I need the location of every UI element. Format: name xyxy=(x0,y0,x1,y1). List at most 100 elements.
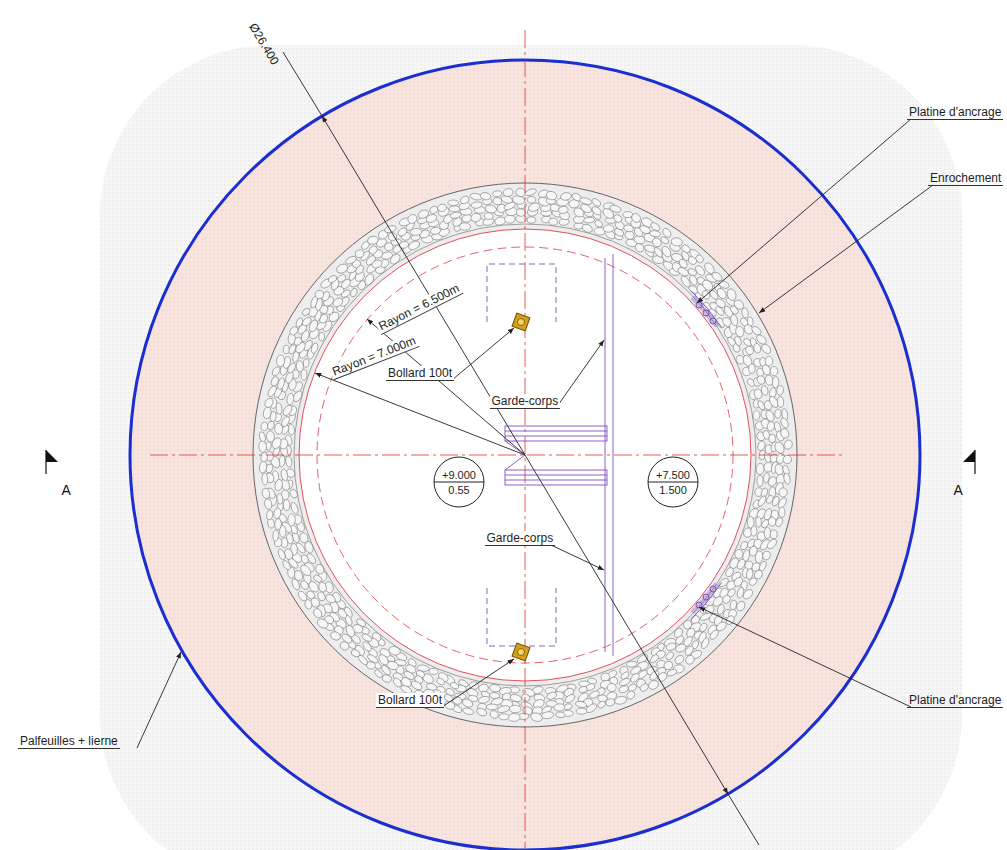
rock xyxy=(735,326,745,338)
bollard-footing xyxy=(487,264,556,322)
rock xyxy=(373,668,384,679)
rock xyxy=(766,421,775,432)
anchor-bolt xyxy=(703,594,709,600)
rock xyxy=(549,218,558,225)
anchor-plate xyxy=(691,291,722,328)
bollard-symbol xyxy=(512,313,530,331)
rock xyxy=(276,493,283,504)
rock xyxy=(291,578,301,591)
rock xyxy=(428,205,439,215)
rock xyxy=(779,488,788,497)
rock xyxy=(747,317,754,327)
rock xyxy=(478,695,490,704)
rock xyxy=(260,452,268,462)
level-value: +7.500 xyxy=(656,469,690,481)
rock xyxy=(384,224,397,234)
rock xyxy=(329,630,342,641)
rock xyxy=(770,366,778,375)
gangway-line xyxy=(505,436,607,437)
anchor-bolt xyxy=(710,586,716,592)
rock xyxy=(717,279,730,290)
rock xyxy=(766,537,779,550)
rock xyxy=(761,385,769,396)
rock xyxy=(313,289,325,301)
rock xyxy=(312,607,323,619)
rock xyxy=(276,355,285,367)
rock xyxy=(280,468,288,481)
rock xyxy=(274,423,283,434)
anchor-plate xyxy=(692,297,717,326)
part-label: Enrochement xyxy=(928,171,1003,186)
part-label: Bollard 100t xyxy=(376,693,444,708)
rock xyxy=(448,200,459,206)
rock xyxy=(774,409,782,419)
leader-line xyxy=(556,340,604,408)
rock xyxy=(436,677,446,686)
rock xyxy=(493,197,502,205)
rock xyxy=(779,417,790,429)
rock xyxy=(647,679,660,691)
rock xyxy=(261,487,271,499)
dimension-extension xyxy=(283,52,322,116)
rock xyxy=(410,679,424,691)
part-label: Bollard 100t xyxy=(386,366,454,381)
rock xyxy=(417,208,430,220)
anchor-plate xyxy=(692,584,717,613)
bollard-footing xyxy=(487,588,556,646)
rock xyxy=(361,632,373,643)
bollard-symbol xyxy=(518,649,525,656)
rock xyxy=(694,253,705,264)
rock xyxy=(286,393,294,405)
rock xyxy=(261,422,268,431)
rock xyxy=(757,475,763,487)
section-marker xyxy=(46,450,975,474)
rock xyxy=(285,455,293,467)
rock xyxy=(750,325,762,337)
rock xyxy=(764,409,775,422)
rock xyxy=(765,356,773,366)
gangway-beam xyxy=(505,470,607,485)
leader-lines xyxy=(137,52,933,845)
rock xyxy=(264,498,273,510)
rock xyxy=(296,590,308,603)
rock xyxy=(764,527,771,538)
rock xyxy=(623,212,633,218)
rock xyxy=(480,192,492,201)
level-depth: 0.55 xyxy=(448,484,469,496)
center-line xyxy=(150,455,842,456)
rock xyxy=(289,501,299,514)
rock xyxy=(612,213,623,224)
rock xyxy=(527,196,536,203)
level-circle-outline xyxy=(648,457,698,507)
gangway-line xyxy=(505,441,525,470)
leader-line xyxy=(442,659,514,707)
part-label: Palfeuilles + lierne xyxy=(18,734,120,749)
rock xyxy=(661,227,673,239)
rock xyxy=(545,190,557,201)
rock xyxy=(603,224,614,232)
rock xyxy=(726,288,738,302)
rock xyxy=(576,708,587,714)
level-circle-outline xyxy=(647,456,699,508)
rock xyxy=(354,249,365,259)
level-value: +9.000 xyxy=(442,469,476,481)
rock xyxy=(259,431,267,442)
rock xyxy=(504,215,515,223)
rock xyxy=(277,548,287,561)
rock xyxy=(449,682,459,690)
anchor-plate xyxy=(691,291,722,620)
rock xyxy=(283,345,289,354)
rock xyxy=(484,212,493,219)
rock xyxy=(486,704,498,710)
rock xyxy=(429,668,438,674)
rock xyxy=(295,317,303,328)
rock xyxy=(670,237,683,247)
rock xyxy=(614,695,628,705)
rock xyxy=(259,461,268,474)
rock xyxy=(649,221,661,232)
rock xyxy=(541,711,554,719)
rock xyxy=(471,201,483,209)
level-divider xyxy=(434,482,484,483)
leader-line xyxy=(699,607,911,707)
